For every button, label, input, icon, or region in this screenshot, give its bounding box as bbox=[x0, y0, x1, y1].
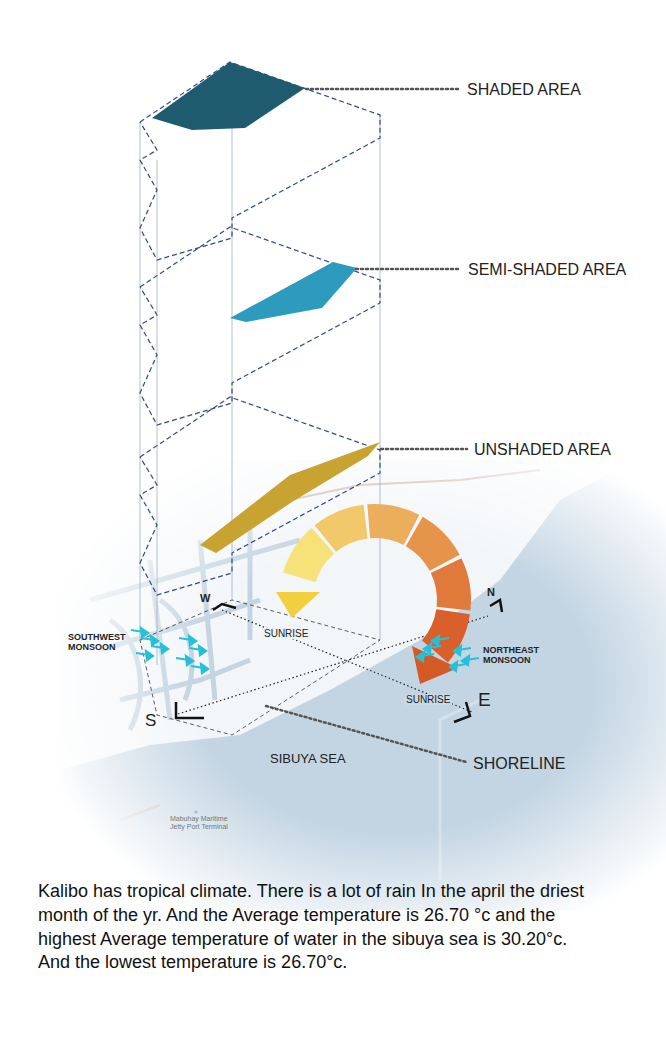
monsoon-arrow bbox=[136, 651, 153, 660]
compass-mark bbox=[176, 702, 204, 718]
monsoon-arrow bbox=[179, 636, 196, 645]
leader-line bbox=[381, 448, 467, 451]
shoreline-label: SHORELINE bbox=[473, 755, 565, 773]
monsoon-arrow bbox=[424, 644, 441, 653]
sunrise-label: SUNRISE bbox=[262, 628, 310, 639]
monsoon-arrow bbox=[141, 636, 158, 645]
monsoon-arrow bbox=[454, 646, 471, 655]
monsoon-arrow bbox=[450, 662, 467, 671]
monsoon-arrow bbox=[131, 628, 148, 637]
site-outline bbox=[140, 600, 380, 735]
monsoon-label: NORTHEAST MONSOON bbox=[483, 646, 561, 666]
monsoon-arrow bbox=[189, 646, 206, 655]
shade-zone bbox=[152, 62, 305, 130]
wind-arrows bbox=[131, 628, 479, 673]
monsoon-arrow bbox=[432, 636, 449, 645]
monsoon-label: SOUTHWEST MONSOON bbox=[68, 633, 146, 653]
monsoon-arrow bbox=[191, 664, 208, 673]
sunrise-label: SUNRISE bbox=[404, 694, 452, 705]
streets bbox=[90, 520, 300, 730]
monsoon-arrow bbox=[151, 644, 168, 653]
level-plane bbox=[140, 397, 380, 595]
sun-path bbox=[283, 504, 471, 663]
sea-label: SIBUYA SEA bbox=[270, 752, 346, 766]
compass-letter: S bbox=[145, 712, 156, 731]
level-plane bbox=[140, 62, 380, 260]
level-plane bbox=[140, 227, 380, 425]
zone-label: UNSHADED AREA bbox=[474, 441, 611, 459]
sun-path-segment bbox=[431, 558, 471, 610]
compass-letter: W bbox=[200, 592, 210, 604]
compass-letter: N bbox=[487, 586, 495, 598]
site-map bbox=[60, 460, 666, 910]
compass-letter: E bbox=[478, 690, 491, 711]
sun-path-segment bbox=[315, 505, 368, 552]
shade-zone bbox=[230, 262, 357, 322]
sun-path-segment bbox=[406, 517, 460, 571]
monsoon-arrow bbox=[417, 652, 434, 661]
sun-arrowhead bbox=[276, 592, 320, 618]
monsoon-arrow bbox=[176, 656, 193, 665]
compass-mark bbox=[490, 600, 502, 612]
climate-caption: Kalibo has tropical climate. There is a … bbox=[38, 880, 598, 975]
zone-label: SEMI-SHADED AREA bbox=[468, 261, 626, 279]
compass-mark bbox=[454, 702, 470, 722]
map-place-label: Mabuhay Maritime Jetty Port Terminal bbox=[170, 815, 232, 830]
shade-zone bbox=[200, 442, 380, 553]
compass-mark bbox=[213, 604, 236, 610]
zone-label: SHADED AREA bbox=[467, 81, 581, 99]
leader-line bbox=[306, 88, 460, 91]
leader-line bbox=[356, 268, 461, 271]
sea bbox=[60, 462, 666, 910]
